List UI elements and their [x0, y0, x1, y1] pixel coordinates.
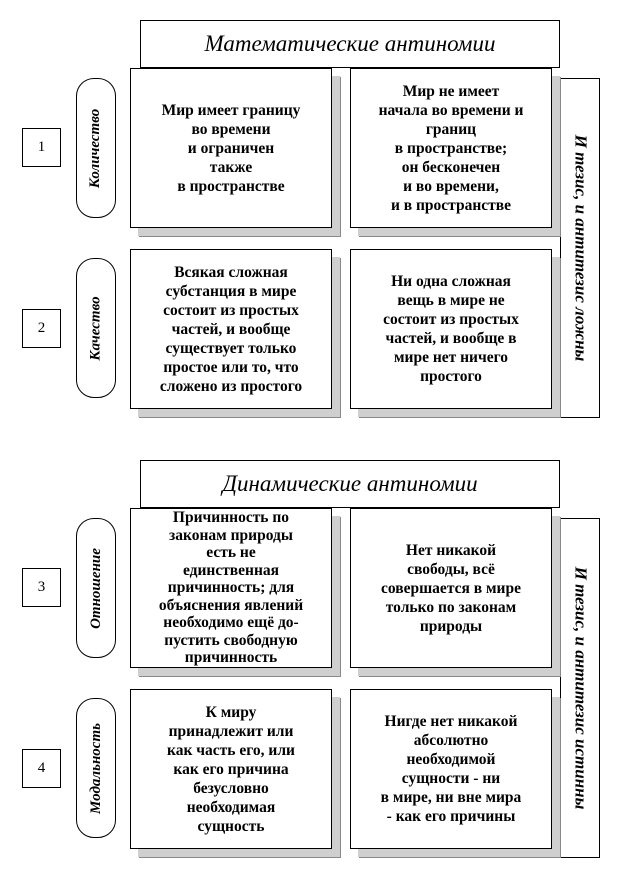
dyn-title-text: Динамические антиномии [222, 471, 478, 496]
text-line: - как его причины [386, 808, 516, 825]
text-line: абсолютно [413, 732, 489, 749]
antithesis-text-quality: Ни одна сложная вещь в мире не состоит из … [383, 272, 519, 386]
text-line: и в пространстве [390, 196, 512, 214]
text-line: Нет никакой [405, 541, 497, 559]
text-line: единственная [182, 561, 280, 579]
math-section-title: Математические антиномии [140, 20, 560, 68]
text-line: в пространстве [177, 177, 285, 195]
row-number-1-text: 1 [37, 139, 46, 155]
antithesis-cell-quality: Ни одна сложная вещь в мире не состоит из … [350, 249, 552, 409]
math-title-text: Математические антиномии [204, 31, 496, 56]
text-line: в пространстве; [394, 139, 508, 157]
text-line: принадлежит или [168, 722, 294, 740]
text-line: как часть его, или [167, 741, 295, 759]
text-line: К миру [205, 703, 257, 721]
dyn-section-title: Динамические антиномии [140, 460, 560, 508]
text-line: существует только [165, 339, 297, 357]
text-line: Мир имеет границу [161, 101, 301, 119]
text-line: субстанция в мире [165, 282, 297, 300]
text-line: законам природы [169, 526, 293, 544]
text-line: только по законам [385, 598, 517, 616]
row-number-3: 3 [22, 568, 61, 607]
category-quantity-text: Количество [87, 108, 104, 188]
text-line: совершается в мире [380, 579, 521, 597]
text-line: состоит из простых [383, 311, 519, 328]
category-quality-text: Качество [87, 295, 104, 361]
dyn-side-label: И тезис, и антитезис истинны [560, 518, 600, 858]
text-line: простое или то, что [163, 358, 299, 376]
category-relation: Отношение [76, 518, 116, 658]
category-modality-text: Модальность [87, 722, 104, 814]
text-line: границ [425, 120, 477, 138]
antithesis-cell-modality: Нигде нет никакой абсолютно необходимой сущ… [350, 689, 552, 849]
text-line: Ни одна сложная [391, 273, 511, 290]
math-side-label: И тезис, и антитезис ложны [560, 78, 600, 418]
text-line: пустить свободную [164, 631, 298, 649]
category-modality: Модальность [76, 698, 116, 838]
text-line: Нигде нет никакой [384, 713, 518, 730]
category-quantity: Количество [76, 78, 116, 218]
text-line: природы [419, 617, 483, 635]
row-number-1: 1 [22, 128, 61, 167]
text-line: Причинность по [172, 509, 290, 527]
text-line: сущности - ни [401, 770, 501, 787]
row-number-2-text: 2 [37, 320, 46, 336]
text-line: Мир не имеет [402, 82, 500, 100]
text-line: необходимая [186, 798, 276, 816]
math-side-label-text: И тезис, и антитезис ложны [571, 134, 591, 362]
text-line: начала во времени и [378, 101, 524, 119]
antithesis-text-modality: Нигде нет никакой абсолютно необходимой сущ… [381, 712, 522, 826]
text-line: мире нет ничего [393, 349, 509, 366]
text-line: и ограничен [187, 139, 275, 157]
category-relation-text: Отношение [87, 547, 104, 629]
text-line: сложено из простого [159, 377, 303, 395]
text-line: сущность [197, 817, 265, 835]
row-number-4: 4 [22, 749, 61, 788]
text-line: вещь в мире не [397, 292, 505, 309]
text-line: и во времени, [403, 177, 499, 195]
row-number-4-text: 4 [37, 760, 46, 776]
row-number-2: 2 [22, 309, 61, 348]
row-number-3-text: 3 [37, 579, 46, 595]
text-line: в мире, ни вне мира [380, 789, 522, 806]
text-line: состоит из простых [163, 301, 299, 319]
text-line: как его причина [173, 760, 289, 778]
text-line: простого [420, 368, 482, 385]
text-line: Всякая сложная [174, 263, 288, 281]
text-line: он бесконечен [401, 158, 501, 176]
text-line: причинность [184, 649, 278, 667]
text-line: причинность; для [167, 579, 295, 597]
text-line: объяснения явлений [158, 596, 304, 614]
category-quality: Качество [76, 258, 116, 398]
text-line: есть не [206, 544, 256, 562]
dyn-side-label-text: И тезис, и антитезис истинны [571, 566, 590, 810]
text-line: безусловно [193, 779, 269, 797]
text-line: во времени [191, 120, 271, 138]
text-line: необходимо ещё до- [163, 614, 299, 632]
text-line: свободы, всё [407, 560, 495, 578]
text-line: необходимой [406, 751, 496, 768]
text-line: частей, и вообще [171, 320, 291, 338]
text-line: частей, и вообще в [385, 330, 517, 347]
text-line: также [209, 158, 253, 176]
